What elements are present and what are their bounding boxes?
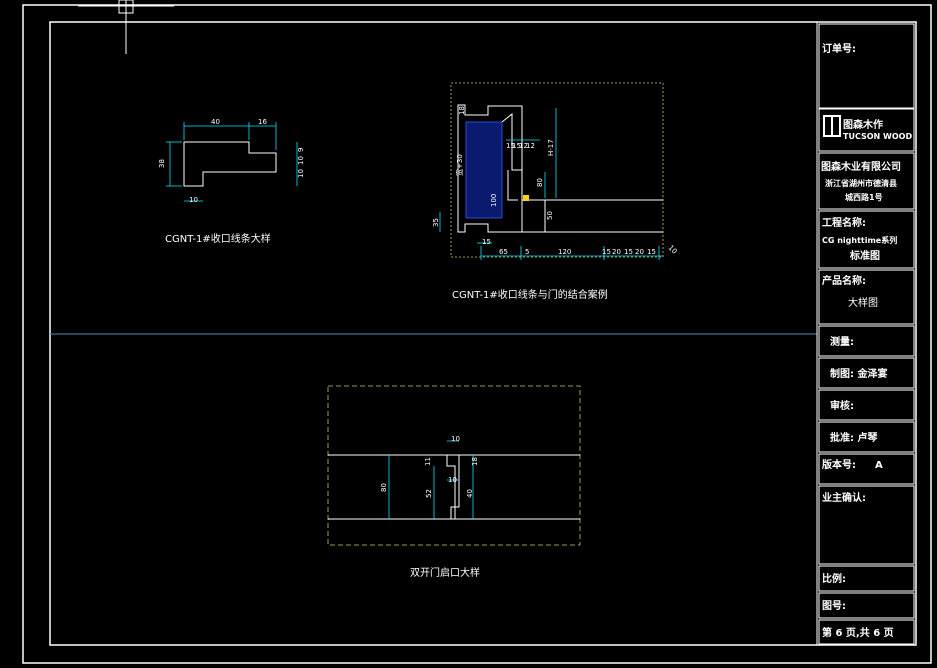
approve-label: 批准: 卢琴	[830, 431, 877, 444]
profile-dim-9: 9	[297, 148, 305, 152]
page-number-label: 第 6 页,共 6 页	[822, 626, 894, 639]
drafter-label: 制图: 金泽宴	[830, 367, 887, 380]
profile-dim-16: 16	[258, 118, 267, 126]
profile-caption: CGNT-1#收口线条大样	[165, 232, 271, 245]
door-dim-52: 52	[425, 489, 433, 498]
version-value: A	[875, 460, 883, 471]
door-dim-10-top: 10	[451, 435, 460, 443]
assembly-dim-h17: H-17	[547, 139, 555, 156]
assembly-dim-15-bottom: 15	[482, 238, 491, 246]
double-door-drawing: 10 11 10 18 80 52 40 双开门启口大样	[327, 385, 581, 579]
door-dim-10-mid: 10	[448, 476, 457, 484]
assembly-dim-18: 18	[458, 106, 466, 115]
door-dim-11: 11	[424, 457, 432, 466]
title-block-text: 订单号: 图森木作 TUCSON WOOD 图森木业有限公司 浙江省湖州市德清县…	[821, 42, 912, 639]
assembly-dim-120: 120	[558, 248, 571, 256]
assembly-dim-50: 50	[546, 211, 554, 220]
owner-confirm-label: 业主确认:	[822, 491, 866, 504]
double-door-caption: 双开门启口大样	[410, 566, 480, 579]
company-name: 图森木业有限公司	[821, 160, 901, 173]
order-no-label: 订单号:	[822, 42, 856, 55]
company-logo: 图森木作 TUCSON WOOD	[823, 115, 912, 141]
assembly-detail-drawing: 18 15 15 12 12 H-17 宽+30 100 80 50 35 15…	[432, 82, 679, 301]
project-value-line1: CG nighttime系列	[822, 235, 897, 245]
profile-dim-10-right-b: 10	[297, 169, 305, 178]
assembly-dim-15a: 15	[506, 142, 515, 150]
assembly-dim-10: 10	[667, 244, 679, 256]
crosshair-cursor	[78, 0, 174, 54]
profile-dim-10-right-a: 10	[297, 156, 305, 165]
assembly-dim-15e: 15	[647, 248, 656, 256]
version-label: 版本号:	[822, 458, 856, 471]
scale-label: 比例:	[822, 572, 846, 585]
profile-dim-38: 38	[158, 159, 166, 168]
project-value-line2: 标准图	[849, 249, 880, 262]
assembly-caption: CGNT-1#收口线条与门的结合案例	[452, 288, 608, 301]
profile-detail-drawing: 40 16 38 10 9 10 10 CGNT-1#收口线条大样	[158, 118, 305, 245]
door-dim-18: 18	[471, 457, 479, 466]
company-address-line2: 城西路1号	[845, 192, 883, 202]
measure-label: 测量:	[830, 335, 854, 348]
assembly-dim-100: 100	[490, 194, 498, 207]
profile-dim-40: 40	[211, 118, 220, 126]
assembly-dim-width: 宽+30	[455, 154, 464, 176]
product-label: 产品名称:	[822, 274, 866, 287]
drawing-no-label: 图号:	[822, 600, 846, 612]
assembly-dim-12b: 12	[526, 142, 535, 150]
logo-subtext: TUCSON WOOD	[843, 132, 912, 141]
assembly-dim-20a: 20	[612, 248, 621, 256]
outer-border	[22, 4, 932, 664]
project-label: 工程名称:	[822, 216, 866, 229]
logo-text: 图森木作	[843, 118, 883, 131]
assembly-dim-15c: 15	[602, 248, 611, 256]
product-value: 大样图	[848, 296, 878, 309]
assembly-dim-15b: 15	[512, 142, 521, 150]
company-address-line1: 浙江省湖州市德清县	[825, 178, 897, 188]
assembly-dim-35: 35	[432, 218, 440, 227]
assembly-dim-12a: 12	[519, 142, 528, 150]
assembly-dim-20b: 20	[635, 248, 644, 256]
door-dim-40: 40	[466, 489, 474, 498]
profile-dim-10-bottom: 10	[189, 196, 198, 204]
review-label: 审核:	[830, 399, 854, 412]
assembly-dim-5: 5	[525, 248, 529, 256]
assembly-dim-65: 65	[499, 248, 508, 256]
assembly-dim-80: 80	[536, 178, 544, 187]
door-dim-80: 80	[380, 483, 388, 492]
assembly-dim-15d: 15	[624, 248, 633, 256]
title-block	[816, 22, 915, 645]
